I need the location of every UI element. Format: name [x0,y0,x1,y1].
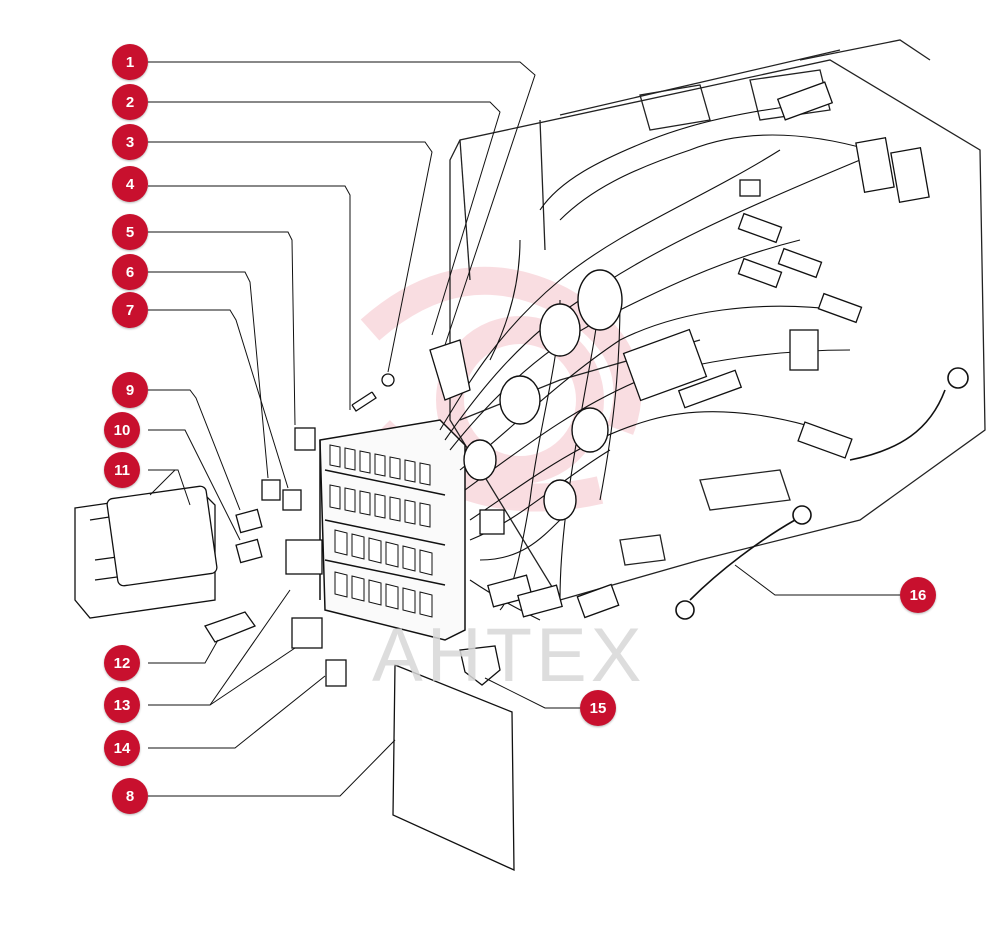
callout-3[interactable]: 3 [112,124,148,160]
ground-straps [675,367,969,620]
callout-10[interactable]: 10 [104,412,140,448]
callout-13[interactable]: 13 [104,687,140,723]
harness-sleeves [463,269,623,521]
callout-11[interactable]: 11 [104,452,140,488]
fuse-slots [329,444,433,618]
callout-4[interactable]: 4 [112,166,148,202]
callout-14[interactable]: 14 [104,730,140,766]
harness-connectors [479,81,930,619]
callout-8[interactable]: 8 [112,778,148,814]
callout-2[interactable]: 2 [112,84,148,120]
callout-1[interactable]: 1 [112,44,148,80]
callout-9[interactable]: 9 [112,372,148,408]
callout-6[interactable]: 6 [112,254,148,290]
loose-parts [74,339,515,872]
callout-5[interactable]: 5 [112,214,148,250]
callout-12[interactable]: 12 [104,645,140,681]
callout-15[interactable]: 15 [580,690,616,726]
leader-lines [148,61,900,797]
callout-7[interactable]: 7 [112,292,148,328]
callout-16[interactable]: 16 [900,577,936,613]
